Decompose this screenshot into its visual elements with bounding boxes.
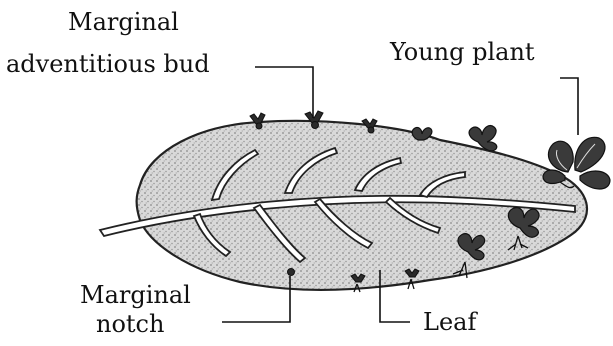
label-leaf: Leaf — [423, 308, 478, 336]
label-marginal-notch-line2: notch — [96, 310, 164, 338]
label-marginal-bud-line1: Marginal — [68, 8, 179, 36]
label-young-plant: Young plant — [389, 38, 535, 66]
leader-marginal-bud — [255, 67, 313, 118]
marginal-notch-bud-1 — [288, 269, 295, 276]
label-marginal-notch-line1: Marginal — [80, 281, 191, 309]
label-marginal-bud-line2: adventitious bud — [6, 50, 210, 78]
young-plant-at-tip — [543, 137, 610, 189]
leader-young-plant — [560, 78, 578, 135]
